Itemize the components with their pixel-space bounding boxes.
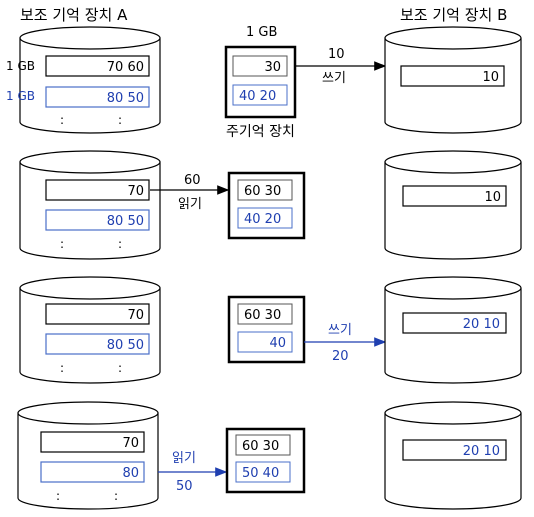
- disk-a-block-top-value: 70: [127, 184, 144, 199]
- disk-a-block-top: [40, 431, 145, 453]
- main-memory-size-label: 1 GB: [246, 25, 277, 40]
- disk-a-block-top: [45, 55, 150, 77]
- disk-b-block-value: 10: [482, 70, 499, 85]
- arrow-value-label: 60: [184, 173, 201, 188]
- ellipsis-mark: :: [60, 361, 64, 375]
- disk-b-block: [402, 439, 507, 461]
- disk-a-row2: [19, 150, 161, 260]
- disk-a-block-bottom: [45, 333, 150, 355]
- disk-b-block-value: 20 10: [463, 317, 500, 332]
- disk-a-block-bottom-value: 80 50: [107, 338, 144, 353]
- disk-a-block-bottom-value: 80: [122, 466, 139, 481]
- ellipsis-mark: :: [118, 237, 122, 251]
- ellipsis-mark: :: [60, 237, 64, 251]
- main-memory-caption: 주기억 장치: [226, 124, 295, 140]
- ellipsis-mark: :: [56, 489, 60, 503]
- disk-a-block-bottom: [45, 86, 150, 108]
- disk-a-block-top-value: 70: [127, 308, 144, 323]
- ellipsis-mark: :: [114, 489, 118, 503]
- arrow-action-label: 읽기: [172, 451, 196, 466]
- memory-block-bottom-value: 50 40: [242, 466, 279, 481]
- disk-a-block-top-value: 70 60: [107, 60, 144, 75]
- disk-b-block: [400, 65, 505, 87]
- memory-block-bottom: [235, 461, 291, 483]
- arrow-action-label: 읽기: [178, 197, 202, 212]
- arrow-value-label: 10: [328, 47, 345, 62]
- disk-b-row3: [384, 276, 522, 384]
- memory-block-bottom: [237, 331, 293, 353]
- disk-b-block: [402, 185, 507, 207]
- disk-a-block-bottom: [40, 461, 145, 483]
- disk-b-block-value: 10: [484, 190, 501, 205]
- disk-a-block-top-value: 70: [122, 436, 139, 451]
- memory-block-top-value: 30: [264, 60, 281, 75]
- memory-block-top-value: 60 30: [244, 184, 281, 199]
- memory-block-bottom-value: 40: [269, 336, 286, 351]
- disk-a-size-label: 1 GB: [6, 59, 35, 73]
- disk-b-block-value: 20 10: [463, 444, 500, 459]
- memory-block-top: [232, 55, 288, 77]
- memory-block-top: [237, 179, 293, 201]
- memory-block-bottom-value: 40 20: [239, 89, 276, 104]
- arrow-value-label: 20: [332, 349, 349, 364]
- memory-block-bottom: [237, 207, 293, 229]
- header-disk-a: 보조 기억 장치 A: [20, 6, 128, 24]
- arrow-action-label: 쓰기: [328, 323, 352, 338]
- memory-block-top: [237, 303, 293, 325]
- disk-b-row4: [384, 401, 522, 510]
- memory-block-top: [235, 434, 291, 456]
- memory-block-top-value: 60 30: [242, 439, 279, 454]
- ellipsis-mark: :: [60, 113, 64, 127]
- disk-a-block-bottom: [45, 209, 150, 231]
- disk-a-row1: [19, 26, 161, 134]
- arrow-action-label: 쓰기: [322, 71, 346, 86]
- disk-a-row4: [17, 401, 159, 510]
- arrow-value-label: 50: [176, 479, 193, 494]
- memory-block-bottom-value: 40 20: [244, 212, 281, 227]
- ellipsis-mark: :: [118, 113, 122, 127]
- memory-block-top-value: 60 30: [244, 308, 281, 323]
- disk-a-size-label-blue: 1 GB: [6, 89, 35, 103]
- disk-b-block: [402, 312, 507, 334]
- header-disk-b: 보조 기억 장치 B: [400, 6, 507, 24]
- disk-a-row3: [19, 276, 161, 384]
- memory-block-bottom: [232, 84, 288, 106]
- ellipsis-mark: :: [118, 361, 122, 375]
- disk-a-block-top: [45, 303, 150, 325]
- disk-a-block-bottom-value: 80 50: [107, 91, 144, 106]
- disk-a-block-top: [45, 179, 150, 201]
- disk-a-block-bottom-value: 80 50: [107, 214, 144, 229]
